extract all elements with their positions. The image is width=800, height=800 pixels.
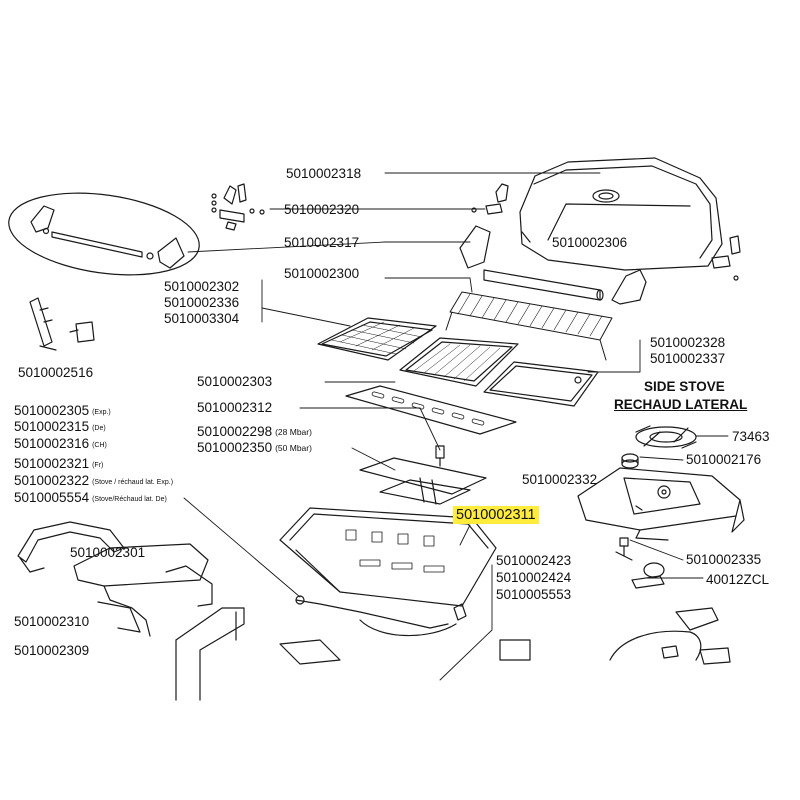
highlighted-part-number: 5010002311 — [453, 506, 539, 524]
part-note: (50 Mbar) — [275, 443, 312, 453]
part-note: (Fr) — [92, 462, 104, 469]
part-number: 5010002321 — [14, 456, 90, 471]
part-number: 5010002305 — [14, 403, 90, 418]
leader-lines — [183, 172, 729, 681]
part-label-40012ZCL: 40012ZCL — [706, 572, 770, 587]
lid-handle — [459, 225, 647, 305]
side-stove-shelf — [577, 467, 745, 541]
part-label-5010002303: 5010002303 — [197, 374, 273, 389]
griddle-plate — [399, 337, 519, 387]
grill-lid — [519, 157, 723, 271]
part-label-5010002322: 5010002322(Stove / réchaud lat. Exp.) — [14, 473, 173, 490]
burner-cap — [621, 453, 639, 469]
warming-rack — [445, 291, 613, 361]
part-label-73463: 73463 — [732, 429, 770, 444]
part-label-5010002309: 5010002309 — [14, 643, 90, 658]
side-stove-valve — [615, 537, 633, 561]
part-label-5010003304: 5010003304 — [164, 311, 240, 326]
part-label-5010002337: 5010002337 — [650, 351, 726, 366]
firebox — [279, 507, 497, 607]
hardware-bracket-cluster — [211, 183, 265, 231]
part-label-5010002312: 5010002312 — [197, 400, 273, 415]
part-number: 5010005554 — [14, 490, 90, 505]
part-label-5010002315: 5010002315(De) — [14, 419, 106, 436]
part-label-5010002301: 5010002301 — [70, 545, 146, 560]
handle-detail-callout — [8, 192, 200, 276]
part-number: 5010002350 — [197, 440, 273, 455]
control-knob — [631, 562, 665, 589]
part-label-5010002516: 5010002516 — [18, 365, 94, 380]
part-note: (Exp.) — [92, 409, 111, 416]
part-label-5010002310: 5010002310 — [14, 614, 90, 629]
left-side-handle — [17, 521, 125, 573]
part-label-5010002311: 5010002311 — [453, 506, 539, 524]
part-label-5010002306: 5010002306 — [552, 235, 628, 250]
part-label-5010002318: 5010002318 — [286, 166, 362, 181]
lid-hinge-parts — [471, 183, 741, 281]
part-label-5010002336: 5010002336 — [164, 295, 240, 310]
flame-tamer — [345, 385, 517, 435]
left-side-shelf — [73, 543, 213, 637]
burner-assembly — [359, 445, 487, 505]
part-note: (CH) — [92, 442, 107, 449]
part-label-5010002302: 5010002302 — [164, 279, 240, 294]
plancha-plate — [483, 361, 599, 407]
part-label-5010002328: 5010002328 — [650, 335, 726, 350]
part-number: 5010002316 — [14, 436, 90, 451]
part-label-5010002316: 5010002316(CH) — [14, 436, 107, 453]
part-note: (Stove / réchaud lat. Exp.) — [92, 479, 174, 486]
part-label-5010002305: 5010002305(Exp.) — [14, 403, 111, 420]
part-label-5010002300: 5010002300 — [284, 266, 360, 281]
part-label-5010002332: 5010002332 — [522, 472, 598, 487]
part-number: 5010002322 — [14, 473, 90, 488]
gas-valve-regulator — [295, 595, 467, 637]
part-label-5010002335: 5010002335 — [686, 552, 762, 567]
part-note: (28 Mbar) — [275, 427, 312, 437]
part-note: (De) — [92, 425, 106, 432]
part-label-5010002320: 5010002320 — [284, 202, 360, 217]
part-number: 5010002315 — [14, 419, 90, 434]
part-label-5010002350: 5010002350(50 Mbar) — [197, 440, 312, 456]
side-stove-heading: SIDE STOVE — [644, 379, 725, 394]
part-label-5010005554: 5010005554(Stove/Réchaud lat. De) — [14, 490, 167, 507]
part-number: 5010002298 — [197, 424, 273, 439]
part-label-5010002321: 5010002321(Fr) — [14, 456, 103, 473]
cooking-grid — [317, 317, 437, 361]
part-note: (Stove/Réchaud lat. De) — [92, 496, 167, 503]
part-label-5010002424: 5010002424 — [496, 570, 572, 585]
part-label-5010002176: 5010002176 — [686, 452, 762, 467]
part-label-5010002298: 5010002298(28 Mbar) — [197, 424, 312, 440]
side-burner-ring — [635, 425, 697, 449]
side-bracket-detail — [29, 297, 95, 351]
right-lower-shelf — [609, 607, 731, 665]
part-label-5010005553: 5010005553 — [496, 587, 572, 602]
cart-frame — [175, 607, 531, 701]
part-label-5010002317: 5010002317 — [284, 235, 360, 250]
part-label-5010002423: 5010002423 — [496, 553, 572, 568]
rechaud-lateral-heading: RECHAUD LATERAL — [614, 397, 748, 412]
